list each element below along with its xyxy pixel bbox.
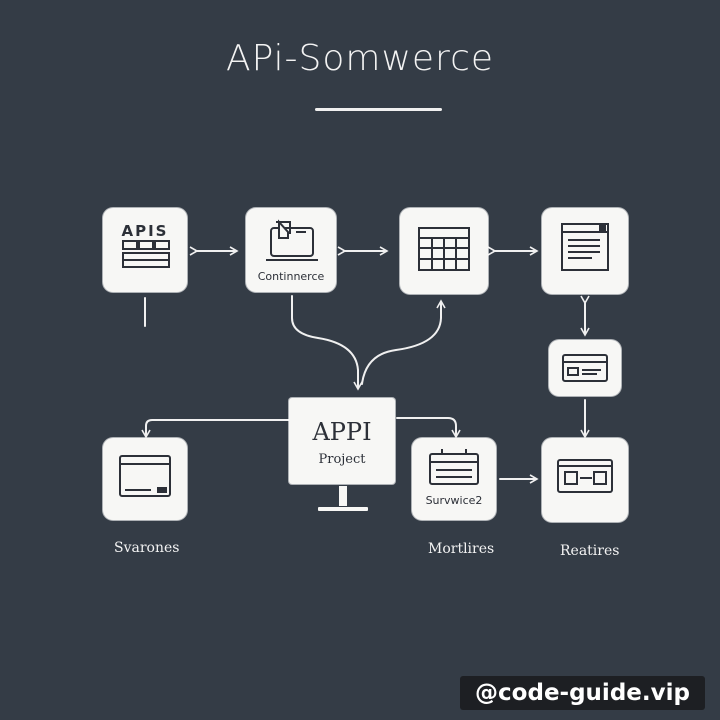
arrow-app-table (361, 299, 446, 385)
dashboard-panel-icon (557, 459, 613, 493)
node-service-label: Survwice2 (425, 494, 483, 507)
watermark-badge: @code-guide.vip (460, 676, 705, 710)
node-app-sublabel: Project (318, 452, 366, 467)
node-small-panel[interactable] (549, 340, 621, 396)
browser-panel-icon (562, 354, 608, 382)
node-window-left[interactable] (103, 438, 187, 520)
node-service[interactable]: Survwice2 (412, 438, 496, 520)
node-commerce[interactable]: Continnerce (246, 208, 336, 292)
arrow-commerce-app (291, 295, 363, 391)
arrow-app-service (396, 417, 461, 439)
document-window-icon (561, 223, 609, 271)
node-apis-label: APIS (121, 222, 169, 240)
caption-middle: Mortlires (428, 541, 495, 557)
api-blocks-icon (122, 240, 170, 268)
caption-right: Reatires (560, 543, 620, 559)
window-icon (119, 455, 171, 497)
title-underline (315, 108, 442, 111)
node-right-panel[interactable] (542, 438, 628, 522)
arrow-app-windowleft (141, 419, 291, 439)
node-apis[interactable]: APIS (103, 208, 187, 292)
node-table[interactable] (400, 208, 488, 294)
monitor-stand-icon (318, 486, 368, 511)
node-document[interactable] (542, 208, 628, 294)
table-grid-icon (418, 227, 470, 271)
node-commerce-label: Continnerce (257, 270, 325, 283)
server-panel-icon (429, 449, 479, 485)
caption-left: Svarones (114, 540, 180, 556)
laptop-folder-icon (266, 219, 318, 261)
diagram-title: APi-Somwerce (225, 38, 495, 79)
node-app-label: APPI (312, 418, 372, 446)
node-app-project[interactable]: APPI Project (289, 398, 395, 484)
